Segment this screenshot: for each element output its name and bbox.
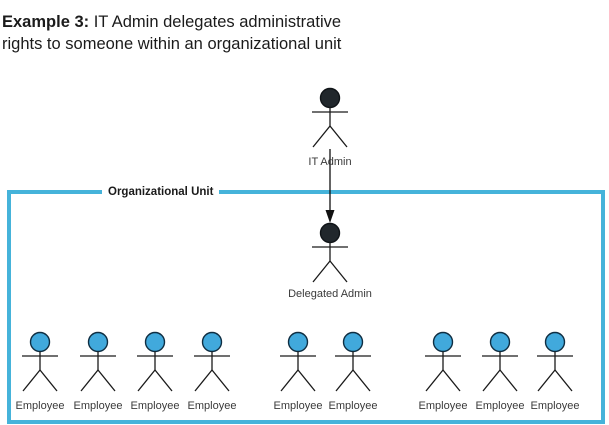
employee-label: Employee [73, 400, 123, 412]
delegated-admin-label: Delegated Admin [288, 288, 372, 300]
employee-label: Employee [15, 400, 65, 412]
employee-label: Employee [130, 400, 180, 412]
employee-actor-icon [482, 331, 518, 392]
employee-label: Employee [328, 400, 378, 412]
title-line2: rights to someone within an organization… [2, 35, 342, 53]
org-unit-box [7, 190, 605, 424]
employee-actor-icon [137, 331, 173, 392]
org-unit-label: Organizational Unit [102, 185, 220, 200]
employee-actor-icon [80, 331, 116, 392]
it-admin-actor-icon [312, 87, 348, 148]
diagram-title: Example 3: IT Admin delegates administra… [2, 11, 422, 55]
it-admin-label: IT Admin [308, 156, 352, 168]
employee-actor-icon [280, 331, 316, 392]
employee-actor-icon [22, 331, 58, 392]
employee-label: Employee [530, 400, 580, 412]
title-line1: IT Admin delegates administrative [89, 13, 342, 31]
employee-actor-icon [335, 331, 371, 392]
employee-actor-icon [425, 331, 461, 392]
delegation-arrow-icon [325, 149, 335, 223]
employee-label: Employee [273, 400, 323, 412]
employee-label: Employee [475, 400, 525, 412]
employee-label: Employee [418, 400, 468, 412]
title-lead: Example 3: [2, 13, 90, 31]
employee-label: Employee [187, 400, 237, 412]
employee-actor-icon [194, 331, 230, 392]
employee-actor-icon [537, 331, 573, 392]
delegated-admin-actor-icon [312, 222, 348, 283]
